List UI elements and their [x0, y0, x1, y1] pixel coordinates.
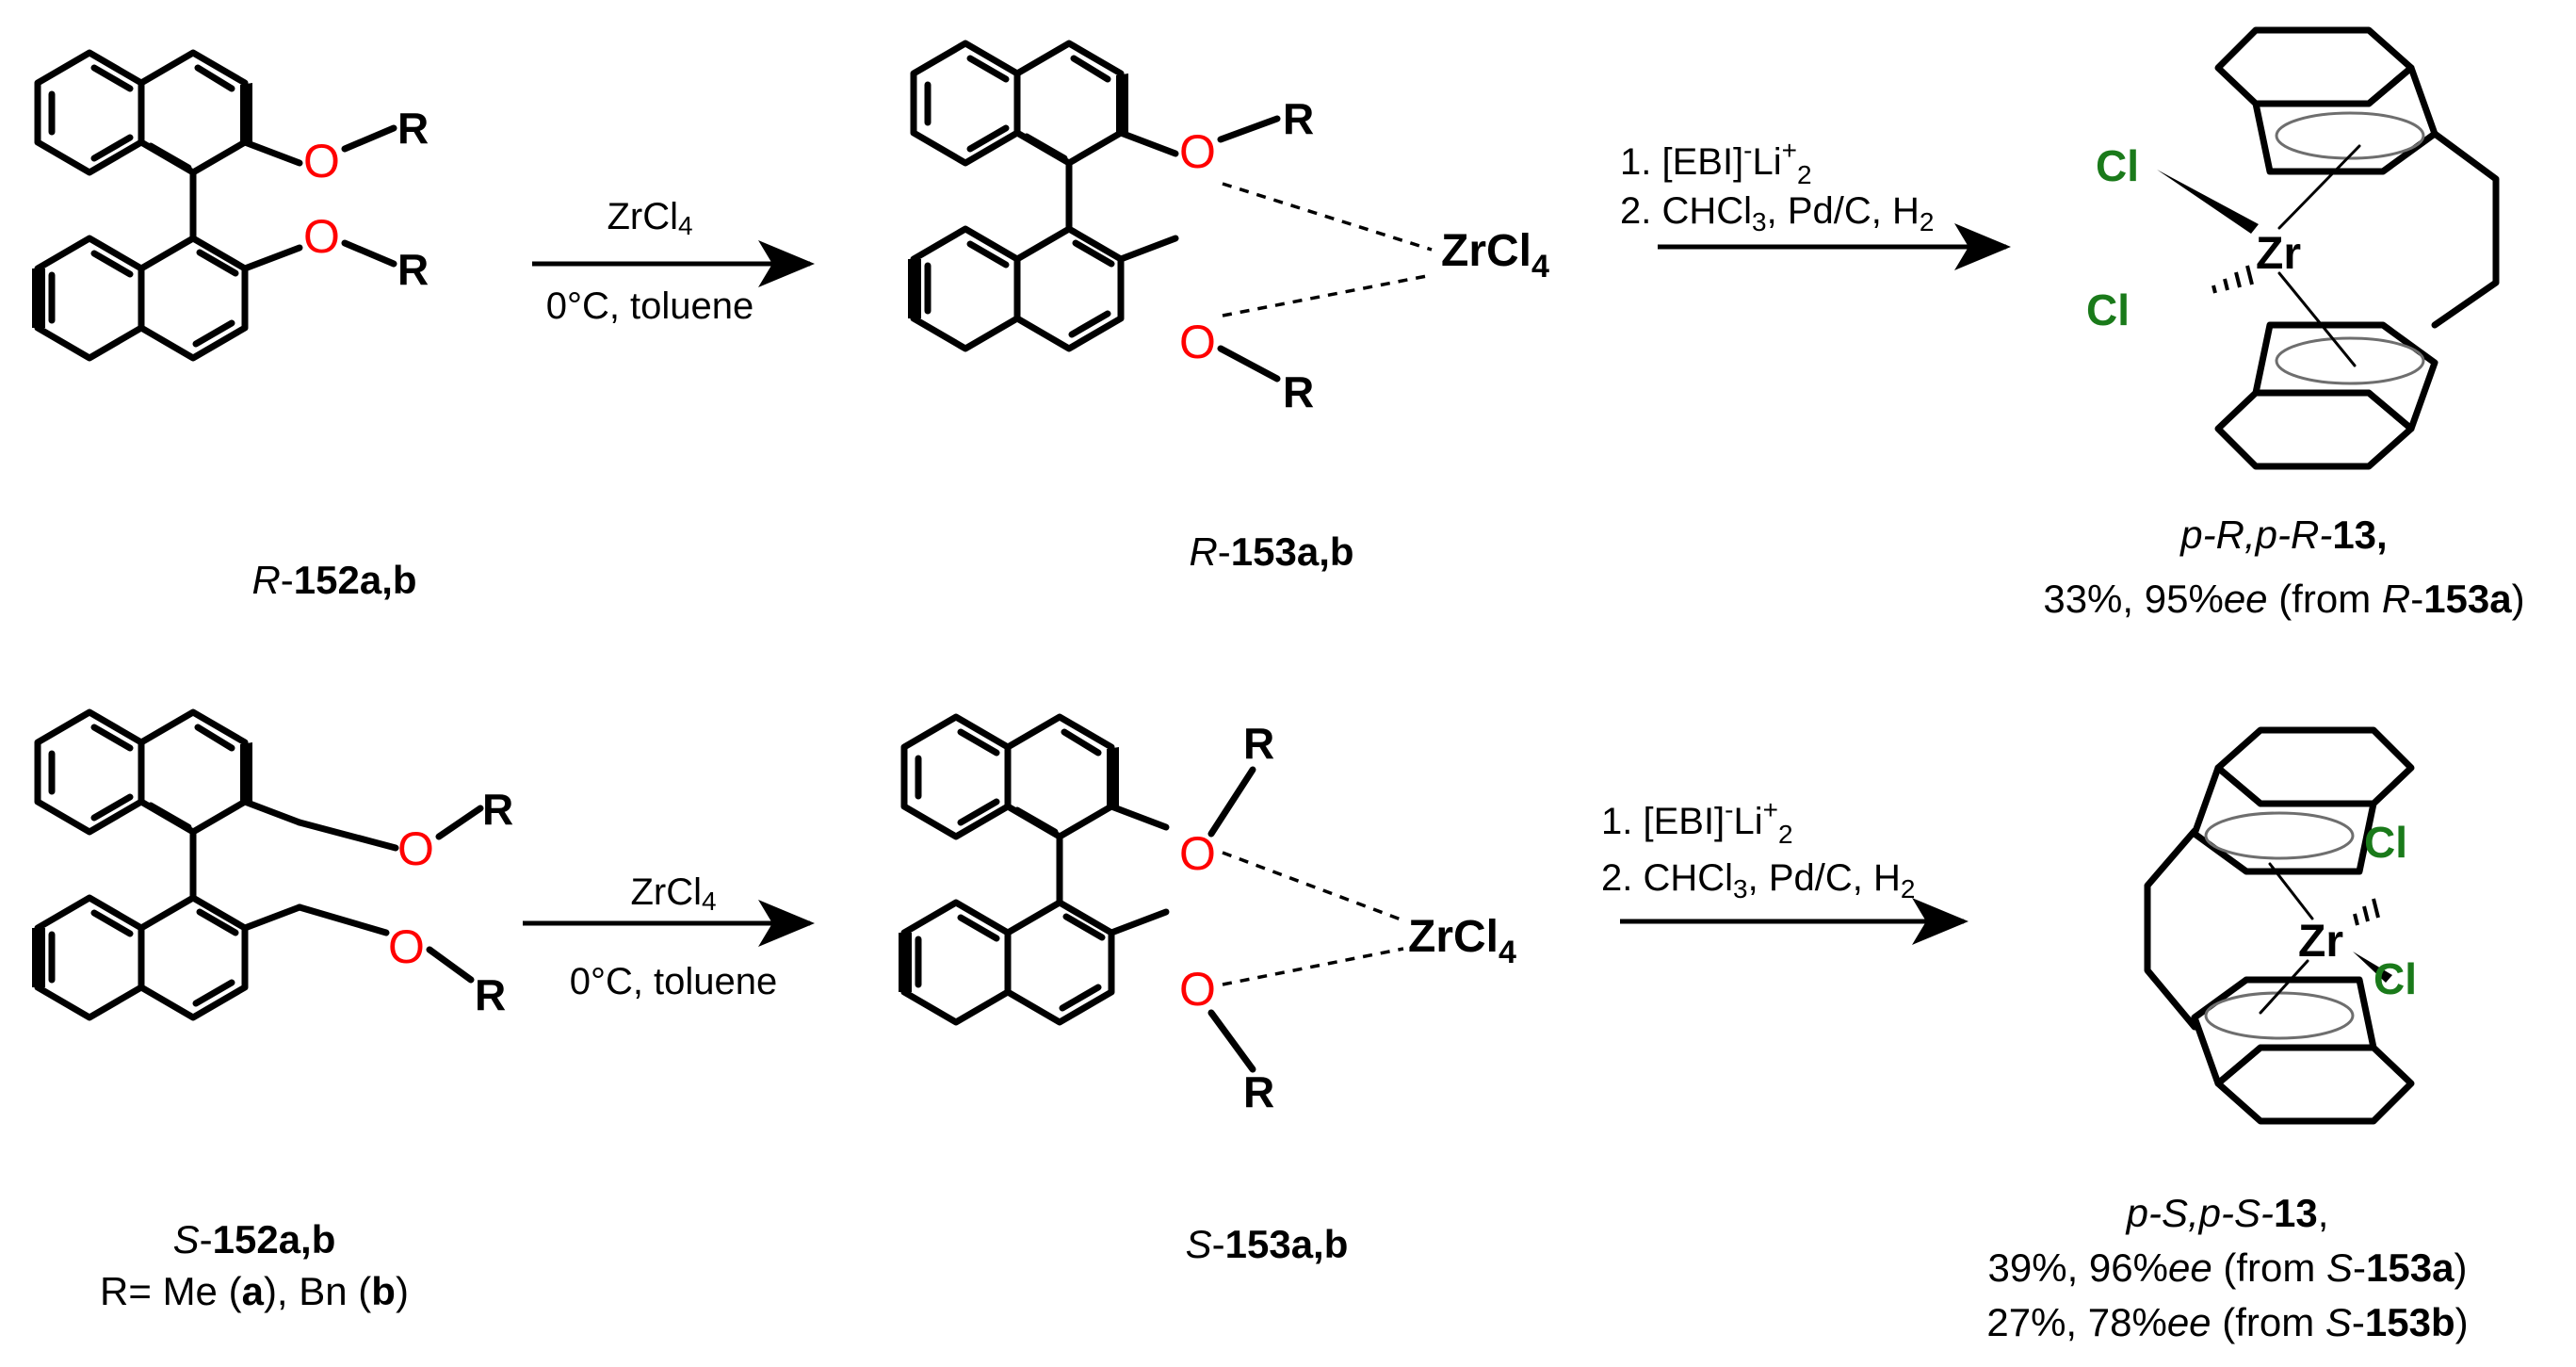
oxygen-label: O: [388, 920, 425, 973]
condition-temperature-solvent: 0°C, toluene: [570, 961, 778, 1002]
oxygen-label: O: [303, 135, 340, 187]
r-group-label: R: [1283, 367, 1314, 416]
oxygen-label: O: [397, 822, 434, 875]
r-group-label: R: [397, 245, 429, 294]
svg-text:ZrCl4: ZrCl4: [607, 196, 692, 240]
oxygen-label: O: [1179, 316, 1216, 368]
reagent-chcl3-pd-h2: 2. CHCl: [1620, 190, 1752, 232]
oxygen-label: O: [303, 210, 340, 263]
svg-text:ZrCl4: ZrCl4: [630, 871, 716, 916]
svg-text:2. CHCl3, Pd/C, H2: 2. CHCl3, Pd/C, H2: [1620, 190, 1934, 236]
reagent-zrcl4: ZrCl: [607, 196, 678, 237]
compound-p-s-13: Zr Cl Cl: [2144, 730, 2417, 1121]
oxygen-label: O: [1179, 963, 1216, 1016]
r-group-label: R: [1243, 1067, 1274, 1116]
zrcl4-label: ZrCl4: [1408, 912, 1516, 970]
caption-yield-r: 33%, 95%ee (from R-153a): [2043, 577, 2524, 621]
compound-s-152: O O R R: [32, 712, 513, 1019]
chlorine-label: Cl: [2364, 818, 2407, 867]
reagent-ebi-li: 1. [EBI]: [1620, 141, 1743, 183]
caption-s-152: S-152a,b: [173, 1217, 336, 1261]
caption-p-r-13: p-R,p-R-13,: [2179, 513, 2387, 557]
caption-r-153: R-153a,b: [1189, 529, 1353, 574]
r-group-label: R: [397, 104, 429, 153]
r-group-label: R: [482, 785, 513, 834]
svg-text:1. [EBI]-Li+2: 1. [EBI]-Li+2: [1601, 795, 1793, 849]
caption-yield-s-b: 27%, 78%ee (from S-153b): [1986, 1300, 2468, 1344]
chlorine-label: Cl: [2373, 954, 2417, 1003]
caption-yield-s-a: 39%, 96%ee (from S-153a): [1988, 1245, 2468, 1290]
chlorine-label: Cl: [2096, 141, 2139, 190]
r-group-label: R: [475, 970, 506, 1019]
caption-p-s-13: p-S,p-S-13,: [2125, 1191, 2329, 1235]
condition-temperature-solvent: 0°C, toluene: [546, 285, 754, 327]
zirconium-label: Zr: [2256, 229, 2301, 279]
svg-text:1. [EBI]-Li+2: 1. [EBI]-Li+2: [1620, 136, 1812, 189]
compound-r-152: O O R R: [32, 53, 429, 358]
zirconium-label: Zr: [2298, 917, 2343, 967]
caption-r-definition: R= Me (a), Bn (b): [100, 1269, 409, 1313]
compound-r-153: O O R R: [908, 43, 1433, 416]
r-group-label: R: [1243, 719, 1274, 768]
caption-r-152: R-152a,b: [251, 558, 416, 602]
caption-s-153: S-153a,b: [1186, 1222, 1349, 1266]
reagent-zrcl4: ZrCl: [630, 871, 702, 913]
compound-s-153: O O R R: [899, 717, 1404, 1116]
oxygen-label: O: [1179, 125, 1216, 178]
r-group-label: R: [1283, 94, 1314, 143]
reagent-chcl3-pd-h2: 2. CHCl: [1601, 857, 1733, 899]
chlorine-label: Cl: [2086, 285, 2130, 334]
zrcl4-label: ZrCl4: [1441, 226, 1549, 285]
compound-p-r-13: Zr Cl Cl: [2086, 30, 2500, 466]
svg-text:2. CHCl3, Pd/C, H2: 2. CHCl3, Pd/C, H2: [1601, 857, 1915, 903]
reagent-ebi-li: 1. [EBI]: [1601, 801, 1725, 842]
